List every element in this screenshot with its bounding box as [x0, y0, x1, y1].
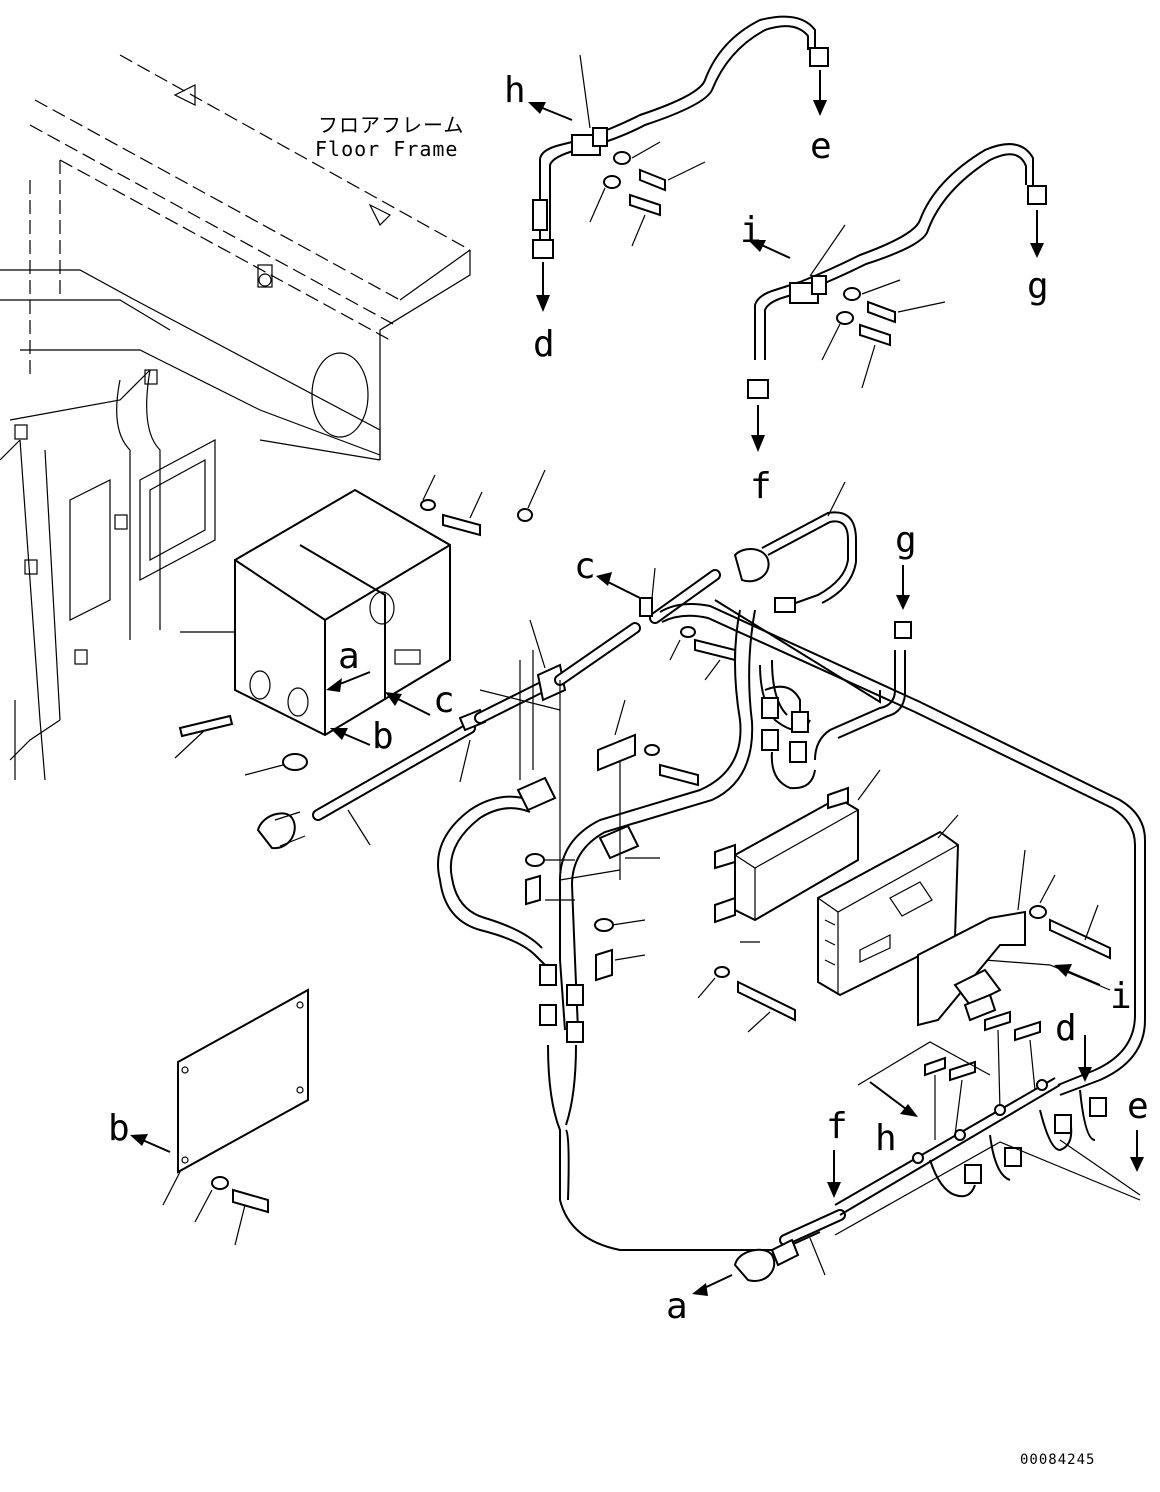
callout-b-box: b [330, 716, 394, 757]
callout-d-right-label: d [1055, 1008, 1077, 1049]
callout-a-bottom-label: a [666, 1286, 688, 1327]
callout-f-bottom-label: f [826, 1106, 848, 1147]
callout-i-top: i [740, 210, 762, 251]
main-harness [437, 481, 1146, 1282]
controller-module [697, 769, 1111, 1033]
callout-d-right [1078, 1035, 1092, 1082]
floor-frame-label-jp: フロアフレーム [318, 113, 464, 137]
drawing-code: 00084245 [1020, 1452, 1095, 1468]
callout-i-right [1054, 964, 1101, 986]
callout-g-top: g [1027, 266, 1049, 307]
callout-c-harness: c [574, 546, 596, 587]
callout-e-right [1130, 1130, 1144, 1172]
callout-h-bottom-label: h [875, 1118, 897, 1159]
callout-d-top: d [533, 324, 555, 365]
callout-f-bottom [827, 1150, 841, 1198]
callout-g-mid: g [895, 520, 917, 561]
callout-b-plate: b [108, 1108, 130, 1149]
callout-e-top: e [810, 126, 832, 167]
floor-frame [0, 54, 471, 781]
cover-plate [130, 988, 309, 1246]
callout-a-box: a [326, 636, 371, 692]
top-harness-h [528, 15, 829, 312]
callout-e-right-label: e [1127, 1086, 1149, 1127]
callout-i-right-label: i [1110, 976, 1132, 1017]
callout-f-top: f [750, 466, 772, 507]
callout-a-bottom [692, 1274, 733, 1296]
callout-c-box: c [385, 680, 455, 721]
callout-h-bottom [869, 1081, 918, 1117]
svg-text:a: a [338, 636, 360, 677]
floor-frame-label-en: Floor Frame [315, 137, 458, 161]
callout-h-top: h [504, 70, 526, 111]
svg-text:b: b [372, 716, 394, 757]
top-harness-i [747, 143, 1047, 452]
control-box [234, 488, 451, 737]
svg-text:c: c [433, 680, 455, 721]
